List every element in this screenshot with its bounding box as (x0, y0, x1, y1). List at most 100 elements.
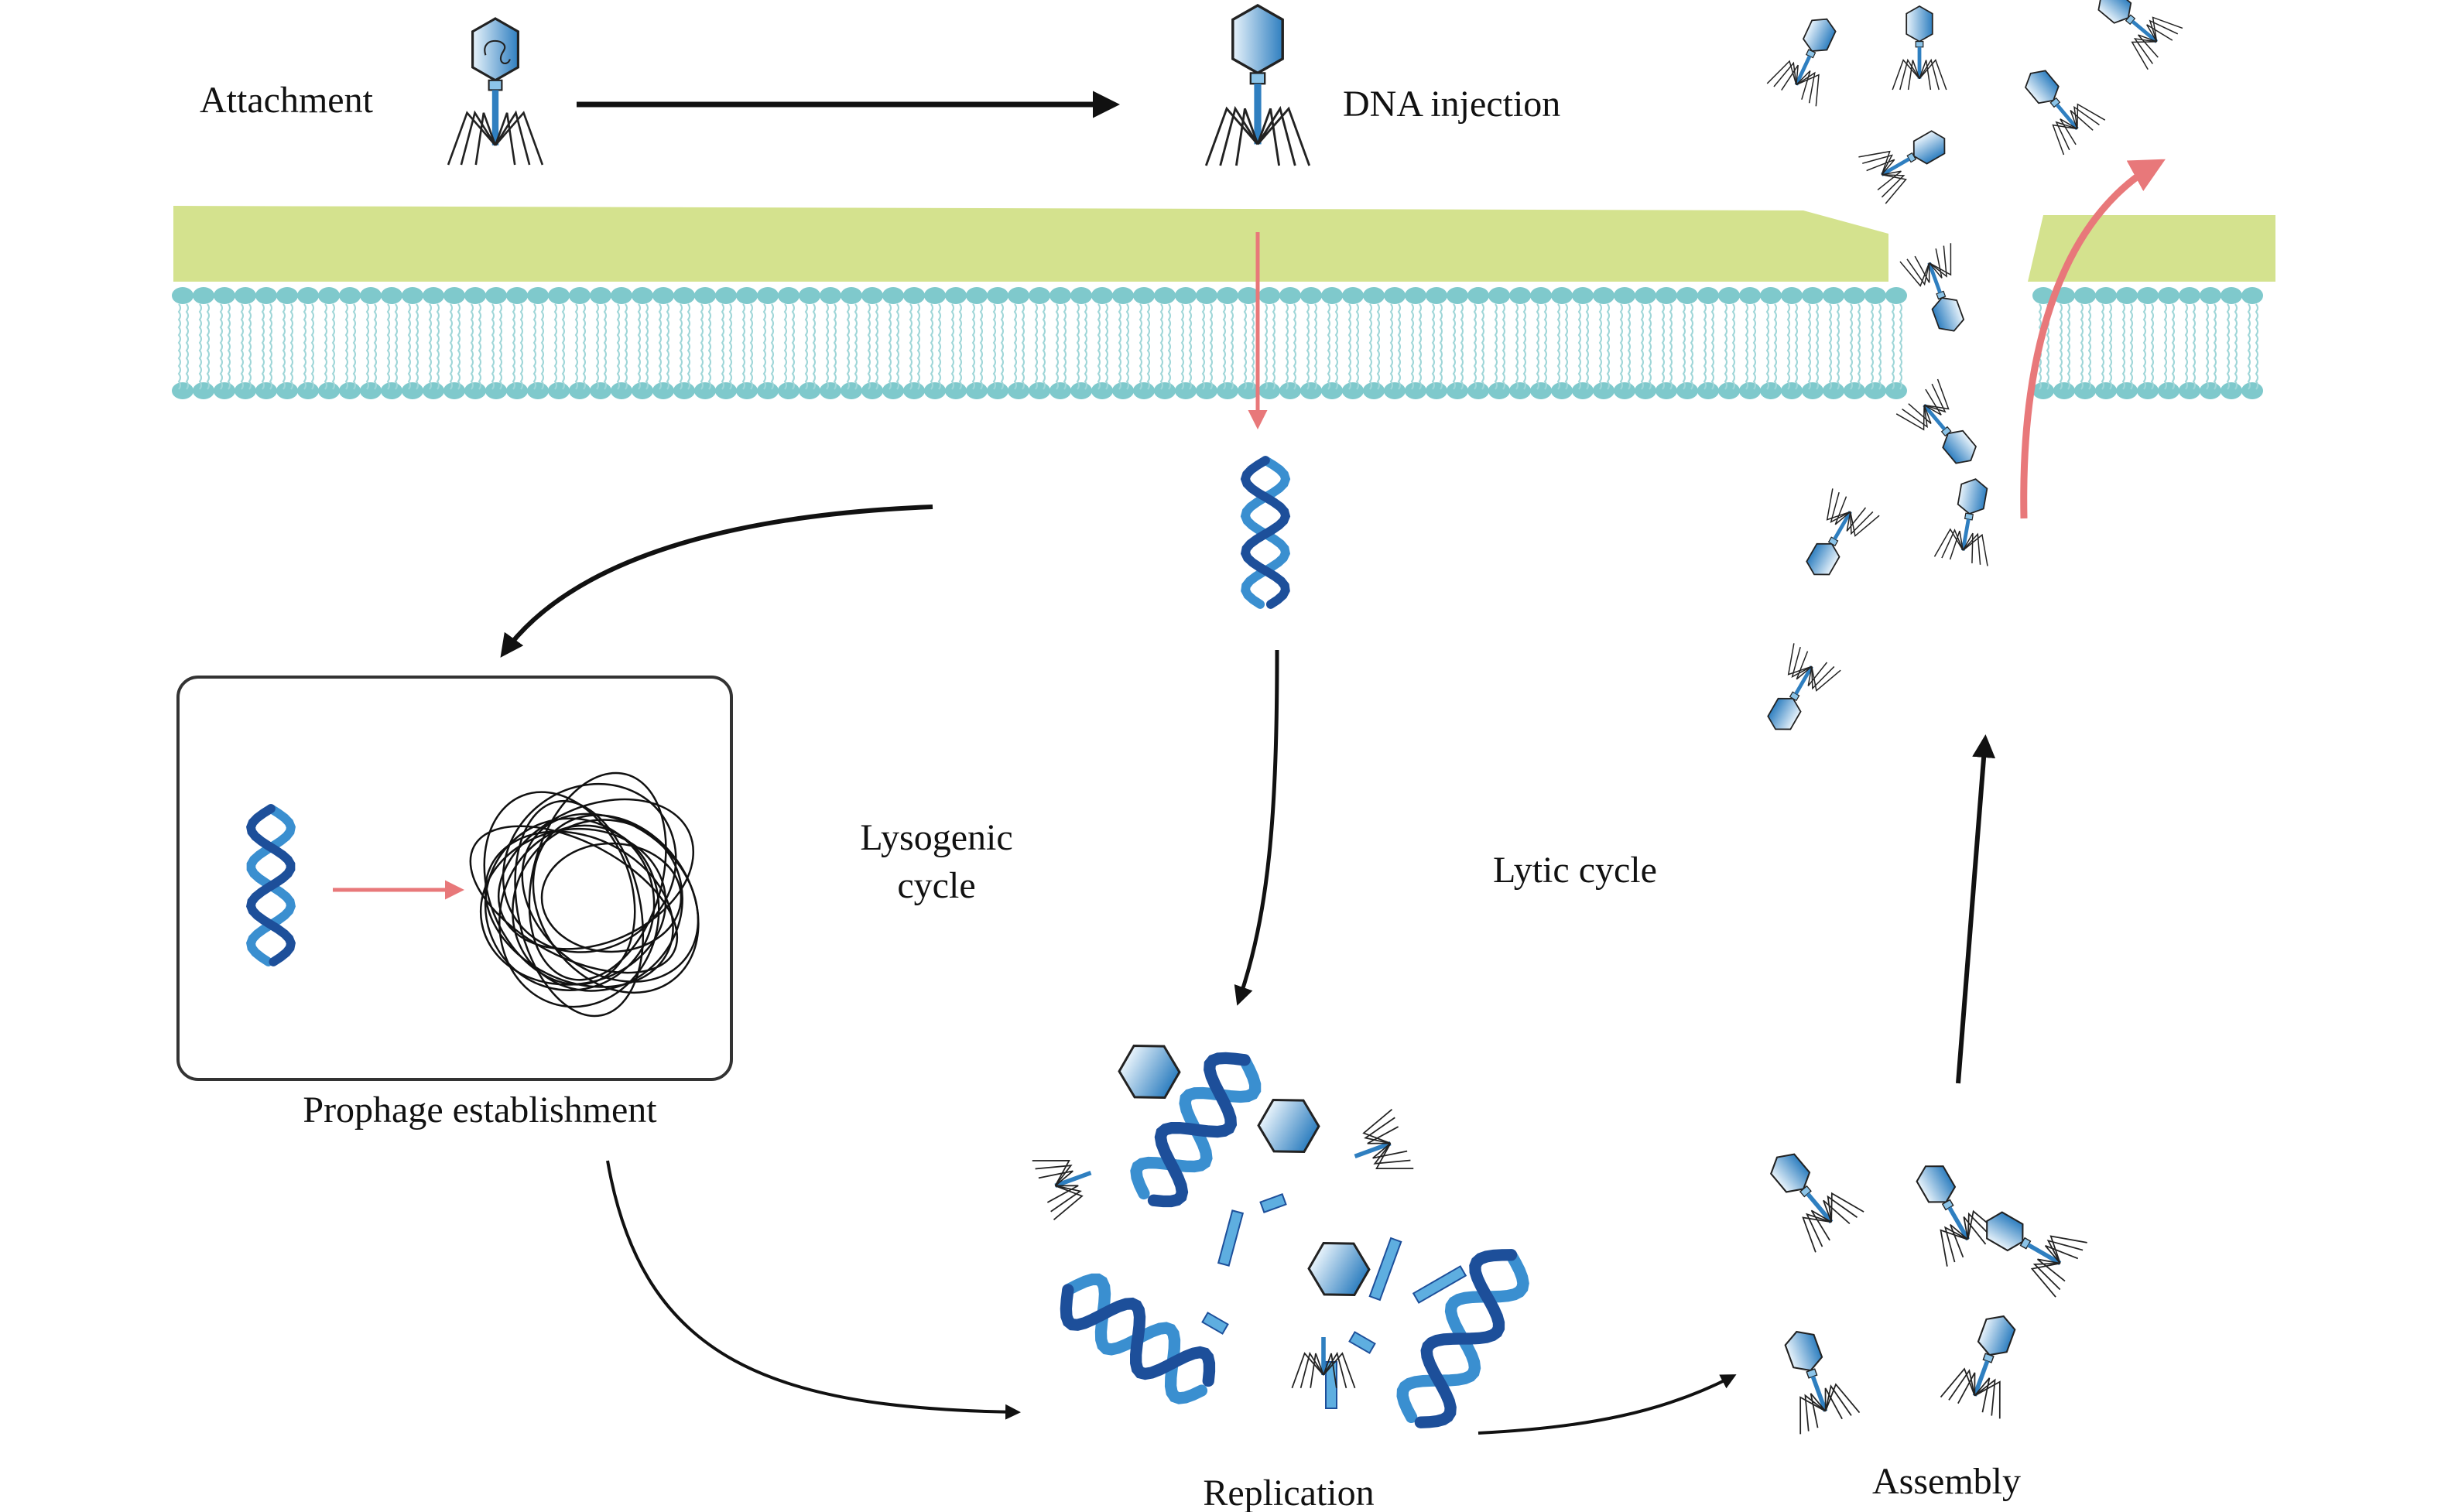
lipid-head (736, 382, 758, 399)
lipid-head (1426, 382, 1447, 399)
lipid-tail (721, 303, 724, 390)
phage-leg (1948, 1369, 1976, 1401)
lipid-tail (1452, 303, 1456, 390)
lipid-tail (2205, 303, 2209, 390)
phage-leg (1791, 647, 1813, 678)
lipid-tail (1251, 303, 1255, 390)
lipid-tail (1104, 303, 1108, 390)
dna-loop (497, 798, 695, 950)
phage-head (1767, 697, 1802, 730)
lipid-tail (428, 303, 432, 390)
phage-leg (1830, 492, 1851, 523)
lipid-tail (331, 303, 335, 390)
lipid-tail (812, 303, 816, 390)
lipid-tail (2150, 303, 2154, 390)
lipid-tail (470, 303, 474, 390)
label-assembly: Assembly (1872, 1461, 2021, 1502)
phage-leg (1796, 74, 1820, 107)
lipid-head (736, 287, 758, 304)
lipid-head (1342, 382, 1364, 399)
dna-helix-icon (1130, 1052, 1262, 1208)
lipid-tail (1731, 303, 1735, 390)
lipid-tail (436, 303, 440, 390)
lipid-head (1488, 287, 1510, 304)
lipid-tail (624, 303, 628, 390)
lipid-head (443, 287, 465, 304)
lipid-head (1238, 287, 1259, 304)
lipid-head (632, 287, 653, 304)
phage-leg (1941, 529, 1964, 559)
lipid-head (381, 382, 402, 399)
phage-leg (1826, 488, 1851, 521)
phage-head (1957, 478, 1988, 515)
phage-leg (1943, 1226, 1969, 1263)
lipid-tail (373, 303, 377, 390)
cell-wall-left (173, 206, 1888, 282)
phage-tail (1806, 1192, 1834, 1224)
lipid-head (1593, 287, 1614, 304)
label-prophage-establishment: Prophage establishment (303, 1090, 657, 1131)
lipid-tail (227, 303, 231, 390)
lipid-head (1321, 287, 1343, 304)
phage-collar (1799, 1185, 1812, 1198)
lipid-tail (2213, 303, 2217, 390)
lipid-head (1175, 287, 1197, 304)
lipid-head (1070, 287, 1092, 304)
lipid-tail (2247, 303, 2251, 390)
lipid-tail (1857, 303, 1861, 390)
lipid-head (1697, 287, 1719, 304)
lipid-head (1760, 382, 1782, 399)
lipid-tail (415, 303, 419, 390)
lipid-tail (930, 303, 933, 390)
lipid-tail (512, 303, 515, 390)
phage-tail (1917, 46, 1922, 79)
lipid-head (548, 287, 570, 304)
lipid-head (1509, 382, 1531, 399)
lipid-tail (1084, 303, 1087, 390)
lipid-tail (553, 303, 557, 390)
phage-leg (1929, 248, 1943, 279)
lipid-tail (1585, 303, 1589, 390)
lipid-tail (728, 303, 732, 390)
phage-collar (1915, 40, 1924, 48)
lipid-head (632, 382, 653, 399)
phage-leg (1256, 106, 1311, 166)
phage-leg (1974, 1380, 2001, 1419)
phage-tail (1054, 1171, 1092, 1189)
phage-leg (2036, 1258, 2066, 1282)
phage-leg (2152, 16, 2183, 43)
lipid-tail (825, 303, 829, 390)
lipid-tail (770, 303, 774, 390)
phage-leg (2046, 1239, 2084, 1264)
lipid-head (1656, 287, 1677, 304)
phage-head (1802, 18, 1837, 53)
phage-head (1986, 1211, 2024, 1252)
lipid-tail (971, 303, 975, 390)
lipid-tail (2163, 303, 2167, 390)
phage-head (1977, 1315, 2016, 1356)
lipid-head (1070, 382, 1092, 399)
lipid-tail (741, 303, 745, 390)
phage-leg (1810, 1393, 1827, 1428)
lipid-head (360, 287, 382, 304)
lipid-head (1760, 287, 1782, 304)
phage-tail (1833, 511, 1852, 540)
phage-leg (494, 110, 531, 166)
phage-icon (1933, 478, 1988, 566)
lipid-tail (937, 303, 941, 390)
phage-leg (1310, 1353, 1324, 1388)
lipid-tail (2087, 303, 2091, 390)
phage-icon (1784, 1330, 1861, 1435)
lipid-tail (2066, 303, 2070, 390)
phage-tail (1972, 1360, 1990, 1397)
phage-leg (1799, 1396, 1827, 1435)
lipid-head (966, 287, 988, 304)
lipid-head (527, 287, 549, 304)
lipid-tail (1118, 303, 1121, 390)
lipid-tail (1313, 303, 1317, 390)
lipid-head (1447, 382, 1468, 399)
lipid-head (945, 287, 967, 304)
lipid-tail (1619, 303, 1623, 390)
lipid-head (757, 382, 779, 399)
phage-leg (1906, 258, 1930, 286)
